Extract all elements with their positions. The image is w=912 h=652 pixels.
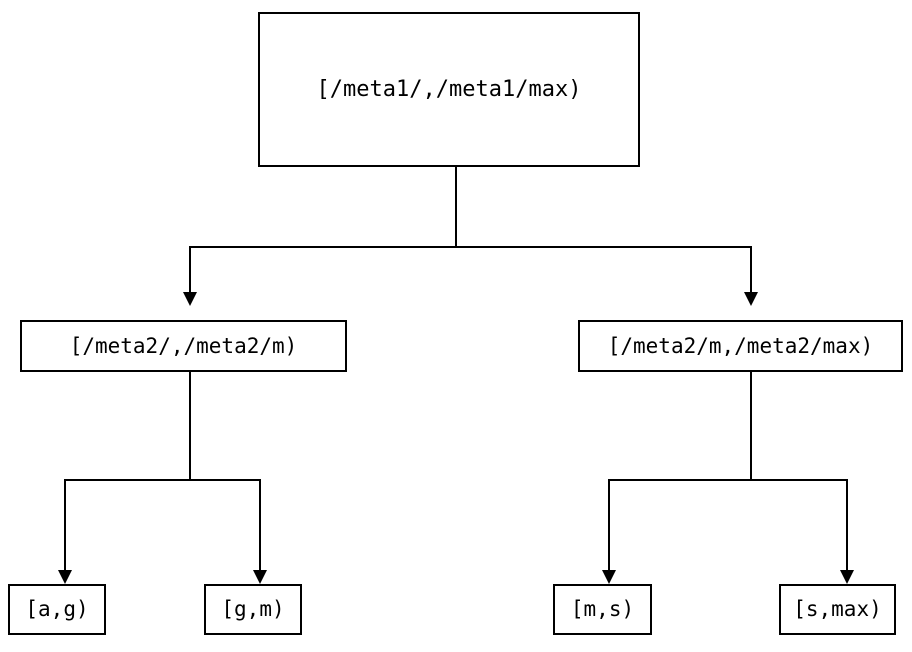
tree-node-leaf-smax-label: [s,max) xyxy=(793,597,882,621)
tree-node-root[interactable]: [/meta1/,/meta1/max) xyxy=(258,12,640,167)
tree-node-leaf-ms[interactable]: [m,s) xyxy=(553,584,652,635)
tree-node-leaf-ag[interactable]: [a,g) xyxy=(8,584,106,635)
edge-meta2-low-to-leaf-gm xyxy=(259,479,261,570)
tree-node-leaf-ms-label: [m,s) xyxy=(570,597,635,621)
edge-meta2-high-stem xyxy=(750,372,752,480)
edge-meta2-low-to-leaf-ag xyxy=(64,479,66,570)
tree-node-root-label: [/meta1/,/meta1/max) xyxy=(316,76,582,102)
tree-node-meta2-low[interactable]: [/meta2/,/meta2/m) xyxy=(20,320,347,372)
arrowhead-meta2-high-to-leaf-smax-icon xyxy=(840,570,854,584)
arrowhead-meta2-low-to-leaf-gm-icon xyxy=(253,570,267,584)
tree-node-meta2-high[interactable]: [/meta2/m,/meta2/max) xyxy=(578,320,903,372)
edge-root-stem xyxy=(455,167,457,247)
tree-node-leaf-gm-label: [g,m) xyxy=(221,597,285,621)
tree-node-leaf-gm[interactable]: [g,m) xyxy=(204,584,302,635)
edge-root-to-meta2-high xyxy=(750,246,752,292)
edge-root-horizontal-bar xyxy=(189,246,752,248)
tree-node-leaf-ag-label: [a,g) xyxy=(25,597,89,621)
arrowhead-root-to-meta2-low-icon xyxy=(183,292,197,306)
tree-node-leaf-smax[interactable]: [s,max) xyxy=(779,584,896,635)
edge-meta2-high-to-leaf-ms xyxy=(608,479,610,570)
tree-node-meta2-low-label: [/meta2/,/meta2/m) xyxy=(69,333,298,358)
arrowhead-root-to-meta2-high-icon xyxy=(744,292,758,306)
edge-meta2-low-horizontal-bar xyxy=(64,479,261,481)
edge-meta2-high-to-leaf-smax xyxy=(846,479,848,570)
edge-root-to-meta2-low xyxy=(189,246,191,292)
edge-meta2-low-stem xyxy=(189,372,191,480)
arrowhead-meta2-high-to-leaf-ms-icon xyxy=(602,570,616,584)
edge-meta2-high-horizontal-bar xyxy=(608,479,848,481)
arrowhead-meta2-low-to-leaf-ag-icon xyxy=(58,570,72,584)
tree-node-meta2-high-label: [/meta2/m,/meta2/max) xyxy=(607,333,874,358)
